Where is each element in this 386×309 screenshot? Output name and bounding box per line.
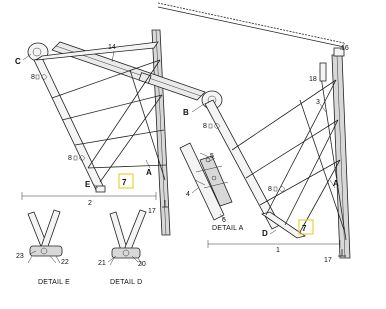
label-20: 20 [138, 261, 146, 268]
bolt-8-b [73, 155, 85, 161]
label-18: 18 [309, 76, 317, 83]
anchor-17-a [162, 200, 168, 208]
label-22: 22 [61, 259, 69, 266]
label-6: 6 [222, 217, 226, 224]
bolt-8-a [35, 74, 47, 80]
detail-a-bracket [179, 142, 233, 221]
dimension-line-2 [21, 192, 157, 200]
highlight-box-7-right [298, 219, 314, 235]
label-4: 4 [186, 191, 190, 198]
bolt-8-c [208, 123, 220, 129]
label-c: C [15, 57, 21, 66]
label-7-left: 7 [122, 178, 127, 187]
label-a-left: A [146, 168, 152, 177]
detail-d-caption: DETAIL D [110, 279, 142, 286]
label-1: 1 [276, 247, 280, 254]
detail-d-sketch [109, 209, 147, 266]
highlight-box-7-left [118, 173, 134, 189]
label-21: 21 [98, 260, 106, 267]
label-8-a: 8 [31, 74, 35, 81]
label-d: D [262, 229, 268, 238]
label-17-left: 17 [148, 208, 156, 215]
label-8-b: 8 [68, 155, 72, 162]
right-wall-rail [331, 54, 351, 259]
label-2: 2 [88, 200, 92, 207]
label-17-right: 17 [324, 257, 332, 264]
label-b: B [183, 108, 189, 117]
label-e: E [85, 180, 91, 189]
detail-a-caption: DETAIL A [212, 225, 244, 232]
leader-lines [22, 42, 346, 264]
label-8-d: 8 [268, 186, 272, 193]
label-16: 16 [341, 45, 349, 52]
right-arm-assembly [204, 47, 347, 241]
label-5: 5 [210, 153, 214, 160]
bolt-8-d [273, 186, 285, 192]
label-3: 3 [316, 99, 320, 106]
label-7-right: 7 [302, 224, 307, 233]
label-8-c: 8 [203, 123, 207, 130]
dimension-line-1 [207, 240, 341, 248]
bracket-18 [319, 62, 327, 82]
left-arm-assembly [33, 41, 167, 193]
label-a-right: A [333, 179, 339, 188]
detail-e-caption: DETAIL E [38, 279, 70, 286]
label-23: 23 [16, 253, 24, 260]
roof-gutter [157, 2, 345, 48]
anchor-17-b [338, 249, 346, 257]
label-14: 14 [108, 44, 116, 51]
detail-e-sketch [27, 209, 63, 264]
left-wall-rail [151, 29, 171, 236]
